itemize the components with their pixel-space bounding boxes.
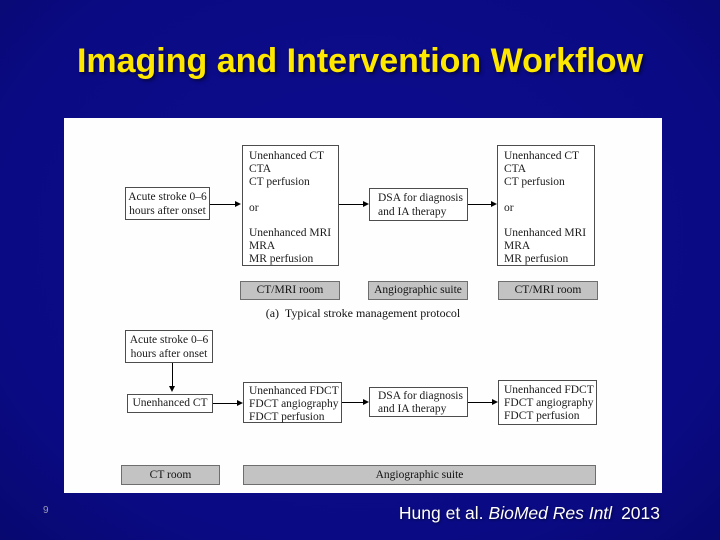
fdct-line: FDCT perfusion — [504, 410, 580, 423]
page-number: 9 — [43, 505, 49, 516]
imaging-line: Unenhanced MRI — [504, 227, 587, 240]
imaging-line: or — [504, 201, 514, 214]
dsa-box-b-line1: DSA for diagnosis — [378, 389, 463, 402]
room-bar-ct: CT room — [121, 465, 220, 485]
arrow-right-connector — [339, 200, 369, 207]
dsa-box-b-line2: and IA therapy — [378, 403, 447, 415]
imaging-box-a-left: Unenhanced CT CTA CT perfusion or Unenha… — [242, 145, 339, 266]
dsa-box-a-line1: DSA for diagnosis — [378, 192, 463, 204]
imaging-line — [504, 189, 594, 202]
imaging-line: CT perfusion — [504, 175, 565, 188]
fdct-line: FDCT perfusion — [249, 411, 325, 424]
onset-box-a-line2: hours after onset — [129, 205, 206, 217]
imaging-line: or — [249, 201, 259, 214]
room-bar-ct-mri-right: CT/MRI room — [498, 281, 598, 300]
room-bar-angio-b: Angiographic suite — [243, 465, 596, 485]
dsa-box-a: DSA for diagnosis and IA therapy — [369, 188, 468, 221]
fdct-line: FDCT angiography — [249, 398, 339, 411]
flowchart-a-caption: (a) Typical stroke management protocol — [265, 306, 461, 320]
room-bar-angio-a: Angiographic suite — [368, 281, 468, 300]
fdct-line: Unenhanced FDCT — [504, 384, 594, 396]
slide-title: Imaging and Intervention Workflow — [76, 42, 644, 80]
dsa-box-b: DSA for diagnosis and IA therapy — [369, 387, 468, 417]
citation: Hung et al.BioMed Res Intl 2013 — [399, 503, 660, 524]
arrow-right-connector — [213, 399, 243, 406]
diagram-panel: Acute stroke 0–6 hours after onset Unenh… — [64, 118, 662, 493]
room-bar-ct-mri-left: CT/MRI room — [240, 281, 340, 300]
imaging-line — [249, 214, 338, 227]
unenhanced-ct-box: Unenhanced CT — [127, 394, 213, 413]
onset-box-b-line2: hours after onset — [130, 348, 208, 360]
imaging-line: CT perfusion — [249, 175, 310, 188]
fdct-box-right: Unenhanced FDCT FDCT angiography FDCT pe… — [498, 380, 597, 425]
arrow-right-connector — [468, 200, 497, 207]
dsa-box-a-line2: and IA therapy — [378, 206, 447, 218]
imaging-line: Unenhanced CT — [504, 150, 580, 162]
imaging-line: MR perfusion — [504, 253, 569, 266]
imaging-box-a-right: Unenhanced CT CTA CT perfusion or Unenha… — [497, 145, 595, 266]
imaging-line: MRA — [504, 240, 531, 253]
onset-box-b-line1: Acute stroke 0–6 — [129, 334, 209, 346]
imaging-line: Unenhanced MRI — [249, 227, 332, 240]
imaging-line: MRA — [249, 240, 276, 253]
citation-authors: Hung et al. — [398, 503, 484, 523]
fdct-line: Unenhanced FDCT — [249, 385, 339, 397]
imaging-line: CTA — [504, 162, 527, 175]
citation-journal: BioMed Res Intl — [488, 503, 613, 523]
onset-box-a-line1: Acute stroke 0–6 — [128, 191, 207, 203]
imaging-line: CTA — [249, 162, 272, 175]
fdct-line: FDCT angiography — [504, 397, 594, 410]
imaging-line — [504, 214, 594, 227]
imaging-line: MR perfusion — [249, 253, 314, 266]
arrow-right-connector — [468, 398, 498, 405]
arrow-down-connector — [168, 363, 175, 392]
onset-box-b: Acute stroke 0–6 hours after onset — [125, 330, 213, 363]
imaging-line — [249, 189, 338, 202]
arrow-right-connector — [342, 398, 369, 405]
arrow-right-connector — [210, 200, 241, 207]
citation-year: 2013 — [621, 503, 660, 523]
onset-box-a: Acute stroke 0–6 hours after onset — [125, 187, 210, 220]
fdct-box-left: Unenhanced FDCT FDCT angiography FDCT pe… — [243, 382, 342, 423]
imaging-line: Unenhanced CT — [249, 150, 325, 162]
